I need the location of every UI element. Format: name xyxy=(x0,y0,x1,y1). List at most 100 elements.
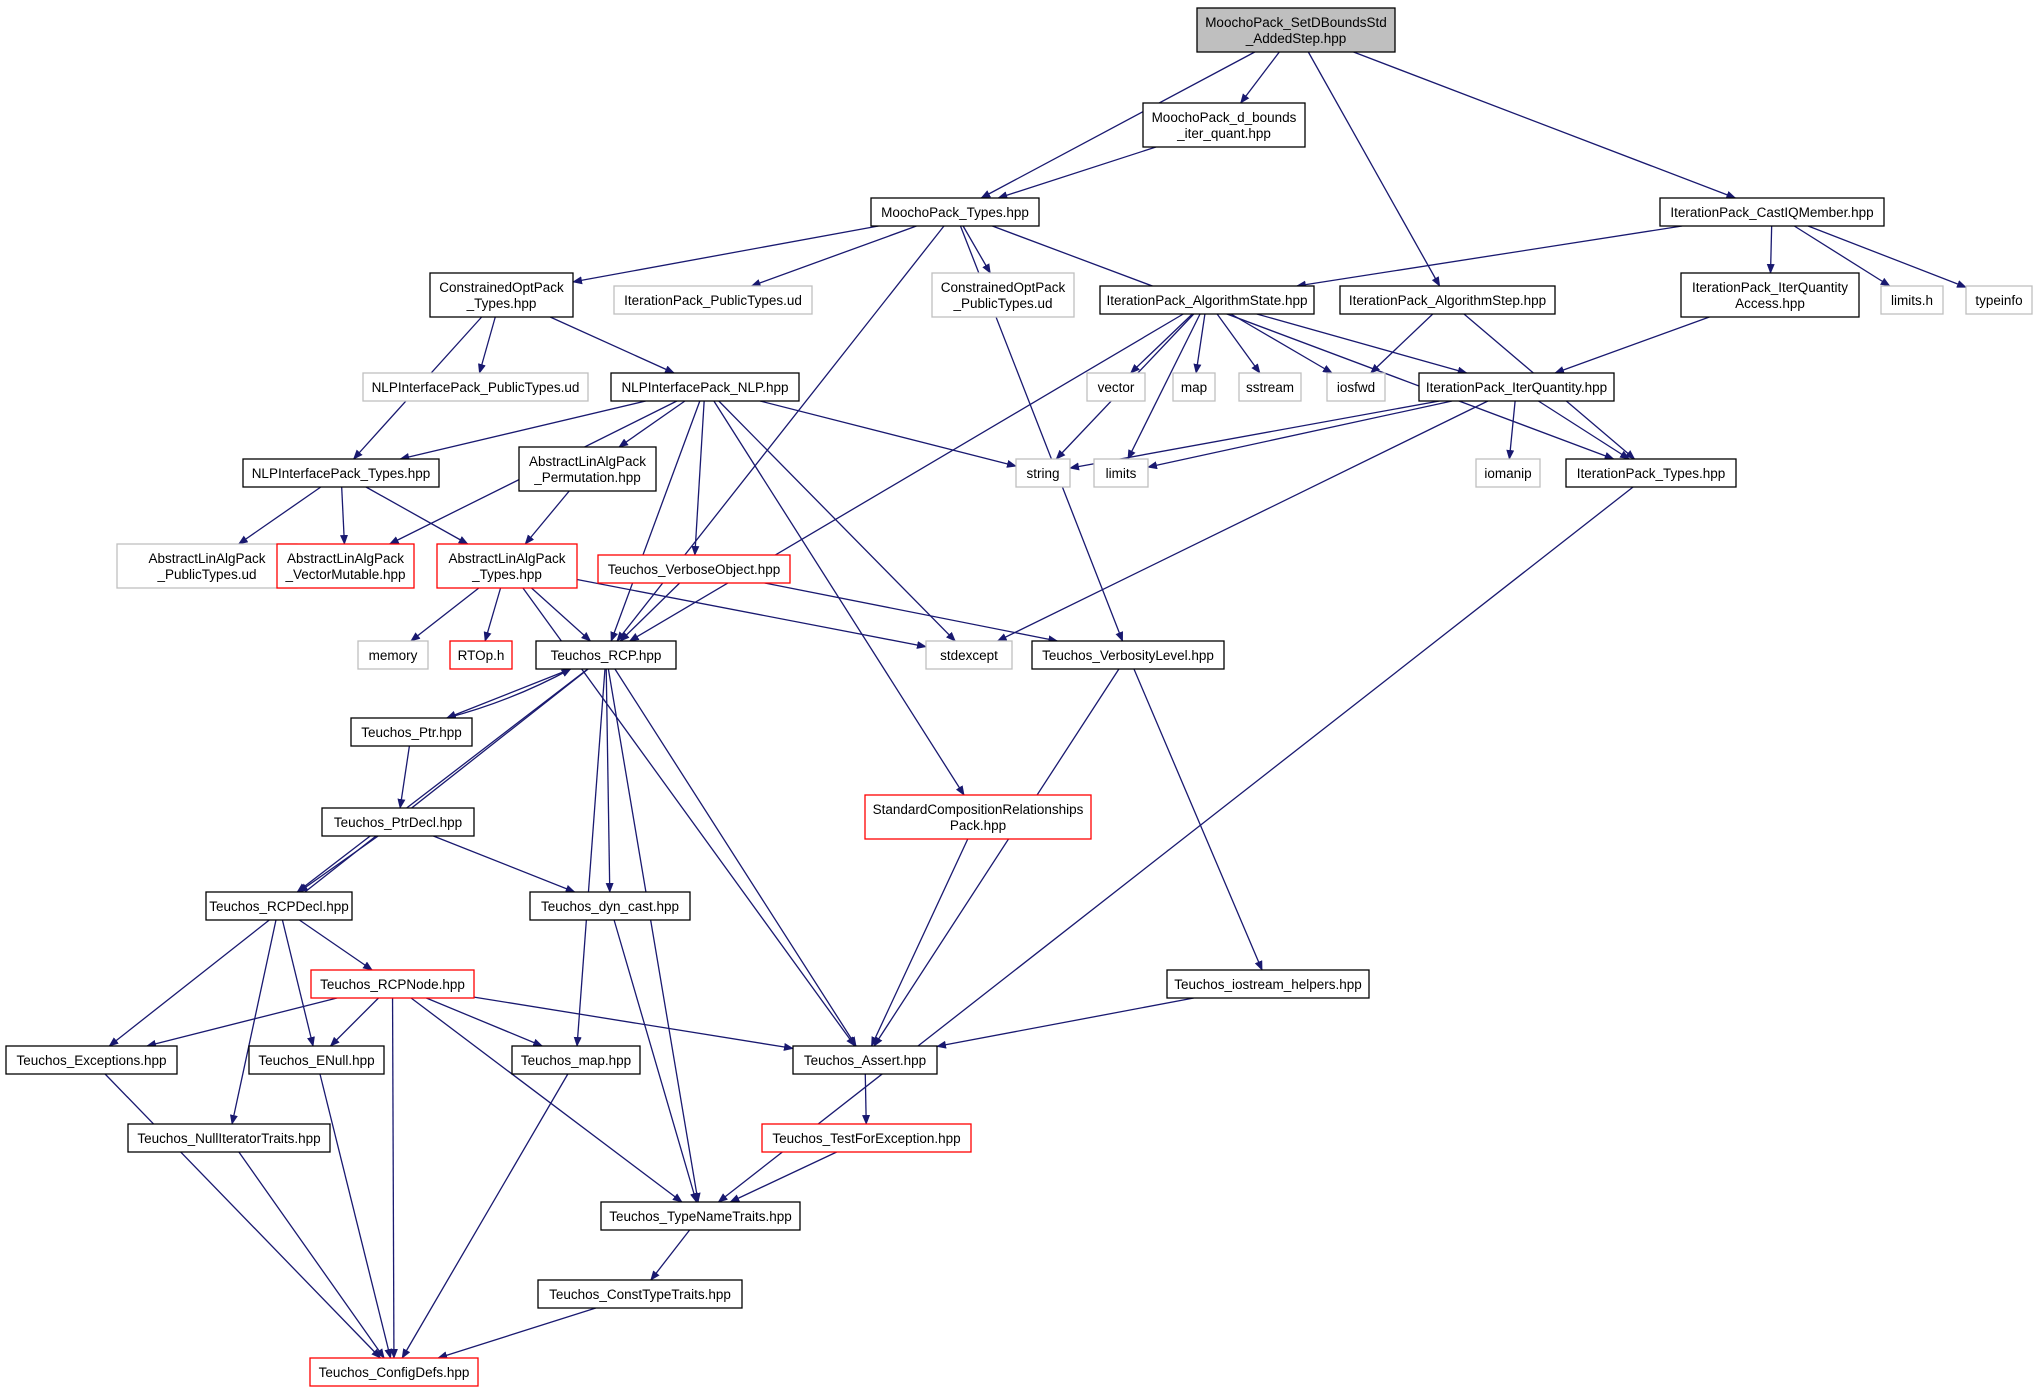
edge-alatypes-to-stdexcept xyxy=(576,578,927,649)
node-box xyxy=(5,1045,178,1075)
node-box xyxy=(248,1045,385,1075)
node-label: AbstractLinAlgPack xyxy=(287,551,404,566)
edge-alatypes-to-rtop xyxy=(483,587,502,642)
node-ptrdecl[interactable]: Teuchos_PtrDecl.hpp xyxy=(321,807,475,837)
node-rcpdecl[interactable]: Teuchos_RCPDecl.hpp xyxy=(205,891,353,921)
node-moochotypes[interactable]: MoochoPack_Types.hpp xyxy=(870,197,1040,227)
edge-rcpdecl-to-rcpnode xyxy=(299,919,373,971)
node-box xyxy=(1965,285,2033,315)
nodes-layer: MoochoPack_SetDBoundsStd_AddedStep.hppMo… xyxy=(5,7,2033,1387)
node-rcp[interactable]: Teuchos_RCP.hpp xyxy=(535,640,677,670)
edge-iterquantity-to-string xyxy=(1069,400,1440,471)
node-nlp[interactable]: NLPInterfacePack_NLP.hpp xyxy=(610,372,800,402)
node-label: memory xyxy=(369,648,418,663)
node-verboseobj[interactable]: Teuchos_VerboseObject.hpp xyxy=(597,554,791,584)
node-typeinfo: typeinfo xyxy=(1965,285,2033,315)
node-copttypes[interactable]: ConstrainedOptPack_Types.hpp xyxy=(429,272,574,318)
node-label: Teuchos_ENull.hpp xyxy=(258,1053,374,1068)
node-memory: memory xyxy=(357,640,429,670)
edge-verboseobj-to-rcp xyxy=(619,582,681,642)
node-box xyxy=(518,446,657,492)
edge-nlptypes-to-alapublic xyxy=(237,486,322,545)
node-label: Teuchos_Assert.hpp xyxy=(804,1053,926,1068)
node-box xyxy=(1099,285,1315,315)
node-box xyxy=(1196,7,1396,53)
node-castiq[interactable]: IterationPack_CastIQMember.hpp xyxy=(1659,197,1885,227)
edge-algstate-to-rcp xyxy=(628,313,1184,642)
node-iterquantity[interactable]: IterationPack_IterQuantity.hpp xyxy=(1418,372,1615,402)
node-box xyxy=(1031,640,1225,670)
node-label: MoochoPack_d_bounds xyxy=(1152,110,1297,125)
node-box xyxy=(613,285,813,315)
edge-dyncast-to-typename xyxy=(613,919,698,1203)
edge-ptr-to-ptrdecl xyxy=(397,745,411,809)
node-nulliter[interactable]: Teuchos_NullIteratorTraits.hpp xyxy=(127,1123,331,1153)
node-label: AbstractLinAlgPack xyxy=(148,551,265,566)
node-nlptypes[interactable]: NLPInterfacePack_Types.hpp xyxy=(242,458,440,488)
edges-layer xyxy=(104,51,1967,1360)
node-root[interactable]: MoochoPack_SetDBoundsStd_AddedStep.hpp xyxy=(1196,7,1396,53)
node-label: Teuchos_ConstTypeTraits.hpp xyxy=(549,1287,731,1302)
node-limitsh: limits.h xyxy=(1880,285,1944,315)
node-label: IterationPack_AlgorithmStep.hpp xyxy=(1349,293,1546,308)
node-exceptions[interactable]: Teuchos_Exceptions.hpp xyxy=(5,1045,178,1075)
node-box xyxy=(1172,372,1216,402)
edge-nlp-to-rcp xyxy=(610,400,701,642)
node-label: Teuchos_iostream_helpers.hpp xyxy=(1174,977,1362,992)
node-typename[interactable]: Teuchos_TypeNameTraits.hpp xyxy=(600,1201,801,1231)
node-label: stdexcept xyxy=(940,648,998,663)
node-box xyxy=(529,891,691,921)
node-assert[interactable]: Teuchos_Assert.hpp xyxy=(792,1045,938,1075)
node-rcpnode[interactable]: Teuchos_RCPNode.hpp xyxy=(310,969,475,999)
node-verbosity[interactable]: Teuchos_VerbosityLevel.hpp xyxy=(1031,640,1225,670)
node-ptr[interactable]: Teuchos_Ptr.hpp xyxy=(350,717,473,747)
node-box xyxy=(792,1045,938,1075)
edge-castiq-to-typeinfo xyxy=(1807,225,1967,288)
edge-stdcomp-to-assert xyxy=(870,838,969,1047)
node-label: NLPInterfacePack_PublicTypes.ud xyxy=(372,380,580,395)
node-label: ConstrainedOptPack xyxy=(439,280,564,295)
edge-rcpnode-to-tmap xyxy=(426,997,544,1047)
node-box xyxy=(309,1357,479,1387)
node-algstate[interactable]: IterationPack_AlgorithmState.hpp xyxy=(1099,285,1315,315)
edge-root-to-dbounds xyxy=(1240,51,1280,104)
node-label: vector xyxy=(1098,380,1135,395)
node-configdefs[interactable]: Teuchos_ConfigDefs.hpp xyxy=(309,1357,479,1387)
node-box xyxy=(761,1123,972,1153)
node-box xyxy=(600,1201,801,1231)
node-label: AbstractLinAlgPack xyxy=(448,551,565,566)
node-box xyxy=(511,1045,641,1075)
edge-enull-to-configdefs xyxy=(319,1073,393,1359)
edge-algstate-to-map xyxy=(1193,313,1206,374)
node-iostream[interactable]: Teuchos_iostream_helpers.hpp xyxy=(1166,969,1370,999)
node-alapublic: AbstractLinAlgPack_PublicTypes.ud xyxy=(116,543,298,589)
edge-typename-to-consttype xyxy=(650,1229,691,1281)
node-label: string xyxy=(1026,466,1059,481)
node-box xyxy=(357,640,429,670)
node-label: _AddedStep.hpp xyxy=(1245,31,1347,46)
node-testexc[interactable]: Teuchos_TestForException.hpp xyxy=(761,1123,972,1153)
edge-root-to-castiq xyxy=(1353,51,1737,199)
node-dyncast[interactable]: Teuchos_dyn_cast.hpp xyxy=(529,891,691,921)
node-consttype[interactable]: Teuchos_ConstTypeTraits.hpp xyxy=(537,1279,743,1309)
node-ittypes[interactable]: IterationPack_Types.hpp xyxy=(1565,458,1737,488)
edge-verbosity-to-iostream xyxy=(1133,668,1263,971)
node-box xyxy=(535,640,677,670)
edge-algstate-to-iterquantity xyxy=(1256,313,1468,375)
edge-permutation-to-alatypes xyxy=(524,490,570,545)
node-label: NLPInterfacePack_NLP.hpp xyxy=(621,380,788,395)
node-rtop[interactable]: RTOp.h xyxy=(449,640,513,670)
edge-testexc-to-typename xyxy=(729,1151,837,1203)
node-tmap[interactable]: Teuchos_map.hpp xyxy=(511,1045,641,1075)
node-enull[interactable]: Teuchos_ENull.hpp xyxy=(248,1045,385,1075)
node-alatypes[interactable]: AbstractLinAlgPack_Types.hpp xyxy=(436,543,578,589)
node-dbounds[interactable]: MoochoPack_d_bounds_iter_quant.hpp xyxy=(1142,102,1306,148)
edge-assert-to-testexc xyxy=(862,1073,871,1125)
node-label: IterationPack_AlgorithmState.hpp xyxy=(1106,293,1307,308)
edge-nlp-to-verboseobj xyxy=(691,400,705,556)
node-vecmutable[interactable]: AbstractLinAlgPack_VectorMutable.hpp xyxy=(276,543,415,589)
node-permutation[interactable]: AbstractLinAlgPack_Permutation.hpp xyxy=(518,446,657,492)
node-algstep[interactable]: IterationPack_AlgorithmStep.hpp xyxy=(1339,285,1556,315)
